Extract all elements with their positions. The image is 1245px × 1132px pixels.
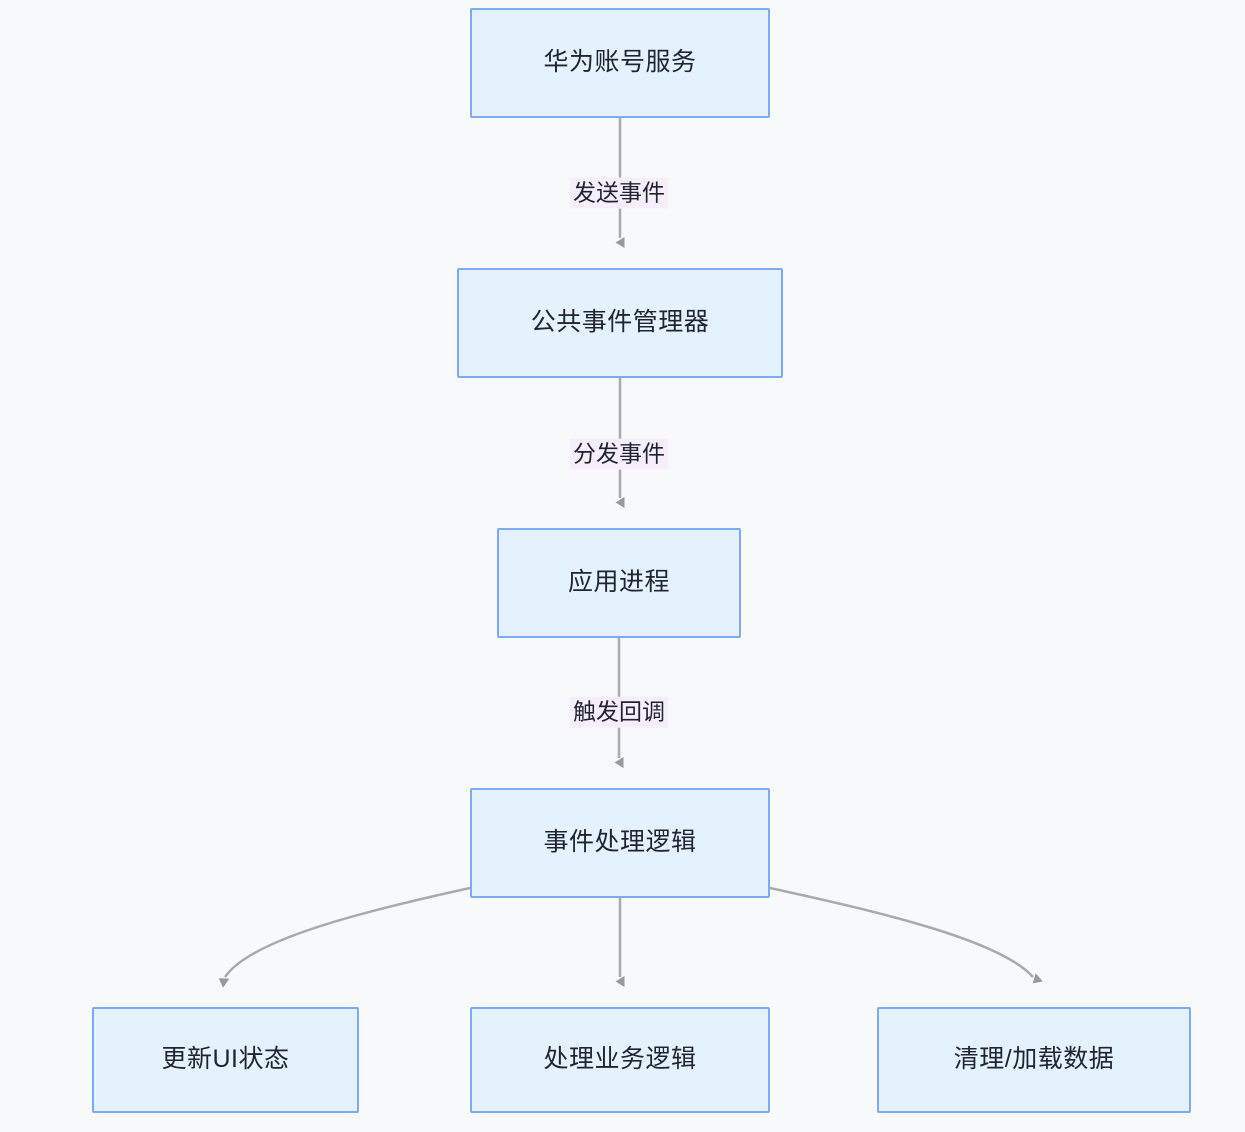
node-label: 华为账号服务 [543,48,697,77]
node-clear-load-data[interactable]: 清理/加载数据 [877,1007,1191,1113]
edge-n4-n7 [769,886,1044,984]
node-label: 公共事件管理器 [530,308,710,337]
node-update-ui-state[interactable]: 更新UI状态 [92,1007,359,1113]
edge-label-send-event: 发送事件 [570,177,668,209]
node-application-process[interactable]: 应用进程 [497,528,741,638]
node-label: 应用进程 [567,568,670,597]
node-label: 处理业务逻辑 [543,1045,697,1074]
edge-label-trigger-callback: 触发回调 [570,696,668,728]
node-label: 事件处理逻辑 [543,828,697,857]
edge-n4-n5 [218,886,471,988]
node-common-event-manager[interactable]: 公共事件管理器 [457,268,783,378]
node-event-handling-logic[interactable]: 事件处理逻辑 [470,788,770,898]
node-label: 清理/加载数据 [953,1045,1115,1074]
edge-label-dispatch-event: 分发事件 [570,438,668,470]
node-process-business-logic[interactable]: 处理业务逻辑 [470,1007,770,1113]
node-huawei-account-service[interactable]: 华为账号服务 [470,8,770,118]
node-label: 更新UI状态 [161,1045,290,1074]
